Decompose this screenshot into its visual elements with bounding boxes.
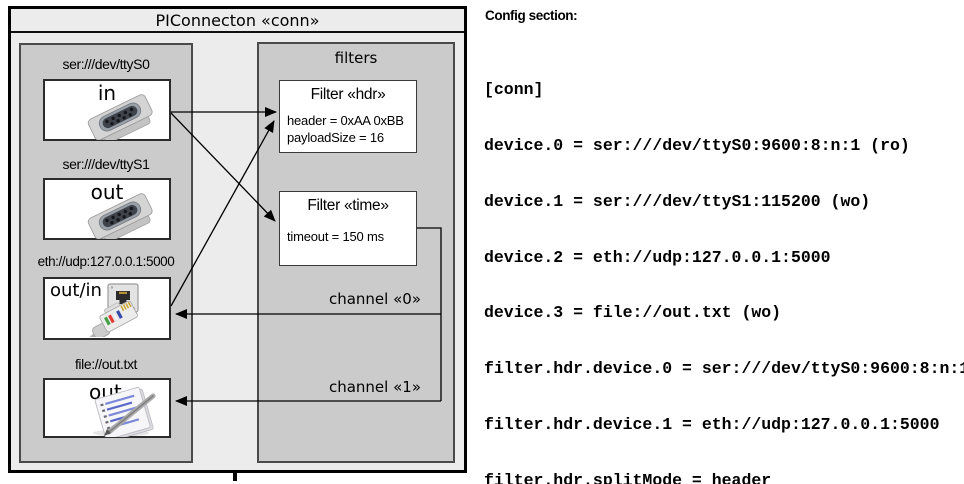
device-label-ttyS1: ser:///dev/ttyS1 [62,156,150,172]
device-direction: in [97,81,117,105]
config-line: filter.hdr.splitMode = header [484,470,772,484]
channel-0-label: channel «0» [328,290,421,308]
config-section: [conn] device.0 = ser:///dev/ttyS0:9600:… [484,44,964,484]
device-direction: out/in [50,280,102,301]
filter-attribute: header = 0xAA 0xBB [287,113,404,128]
device-direction: out [90,180,124,204]
config-line: device.1 = ser:///dev/ttyS1:115200 (wo) [484,191,871,211]
diagram-title: PIConnecton «conn» [11,9,464,33]
config-line: device.3 = file://out.txt (wo) [484,303,782,323]
config-line: device.0 = ser:///dev/ttyS0:9600:8:n:1 (… [484,135,910,155]
filter-box-time: Filter «time» timeout = 150 ms [279,191,417,266]
device-label-file: file://out.txt [74,356,138,372]
device-label-eth: eth://udp:127.0.0.1:5000 [37,254,175,269]
ethernet-plug-icon [77,300,138,337]
config-line: device.2 = eth://udp:127.0.0.1:5000 [484,247,831,267]
serial-connector-icon [87,193,153,239]
filter-attributes: header = 0xAA 0xBB payloadSize = 16 [287,112,404,146]
filter-attribute: timeout = 150 ms [287,229,384,244]
device-box-file: out [43,378,171,438]
device-label-ttyS0: ser:///dev/ttyS0 [62,56,150,72]
device-box-serial-in: in [43,79,171,141]
channel-1-label: channel «1» [328,378,421,396]
tick-mark [233,472,237,481]
serial-connector-icon [87,94,153,140]
config-line: filter.hdr.device.0 = ser:///dev/ttyS0:9… [484,359,964,379]
filter-box-hdr: Filter «hdr» header = 0xAA 0xBB payloadS… [279,80,417,153]
config-line: [conn] [484,80,544,100]
filters-panel-title: filters [334,49,378,67]
filter-title: Filter «hdr» [310,86,386,103]
device-box-ethernet: out/in [43,277,171,340]
device-box-serial-out: out [43,178,171,240]
config-line: filter.hdr.device.1 = eth://udp:127.0.0.… [484,414,940,434]
filter-title: Filter «time» [307,197,389,214]
config-heading: Config section: [485,8,578,23]
notepad-icon [93,386,156,437]
filter-attribute: payloadSize = 16 [287,130,384,145]
filter-attributes: timeout = 150 ms [287,228,384,245]
